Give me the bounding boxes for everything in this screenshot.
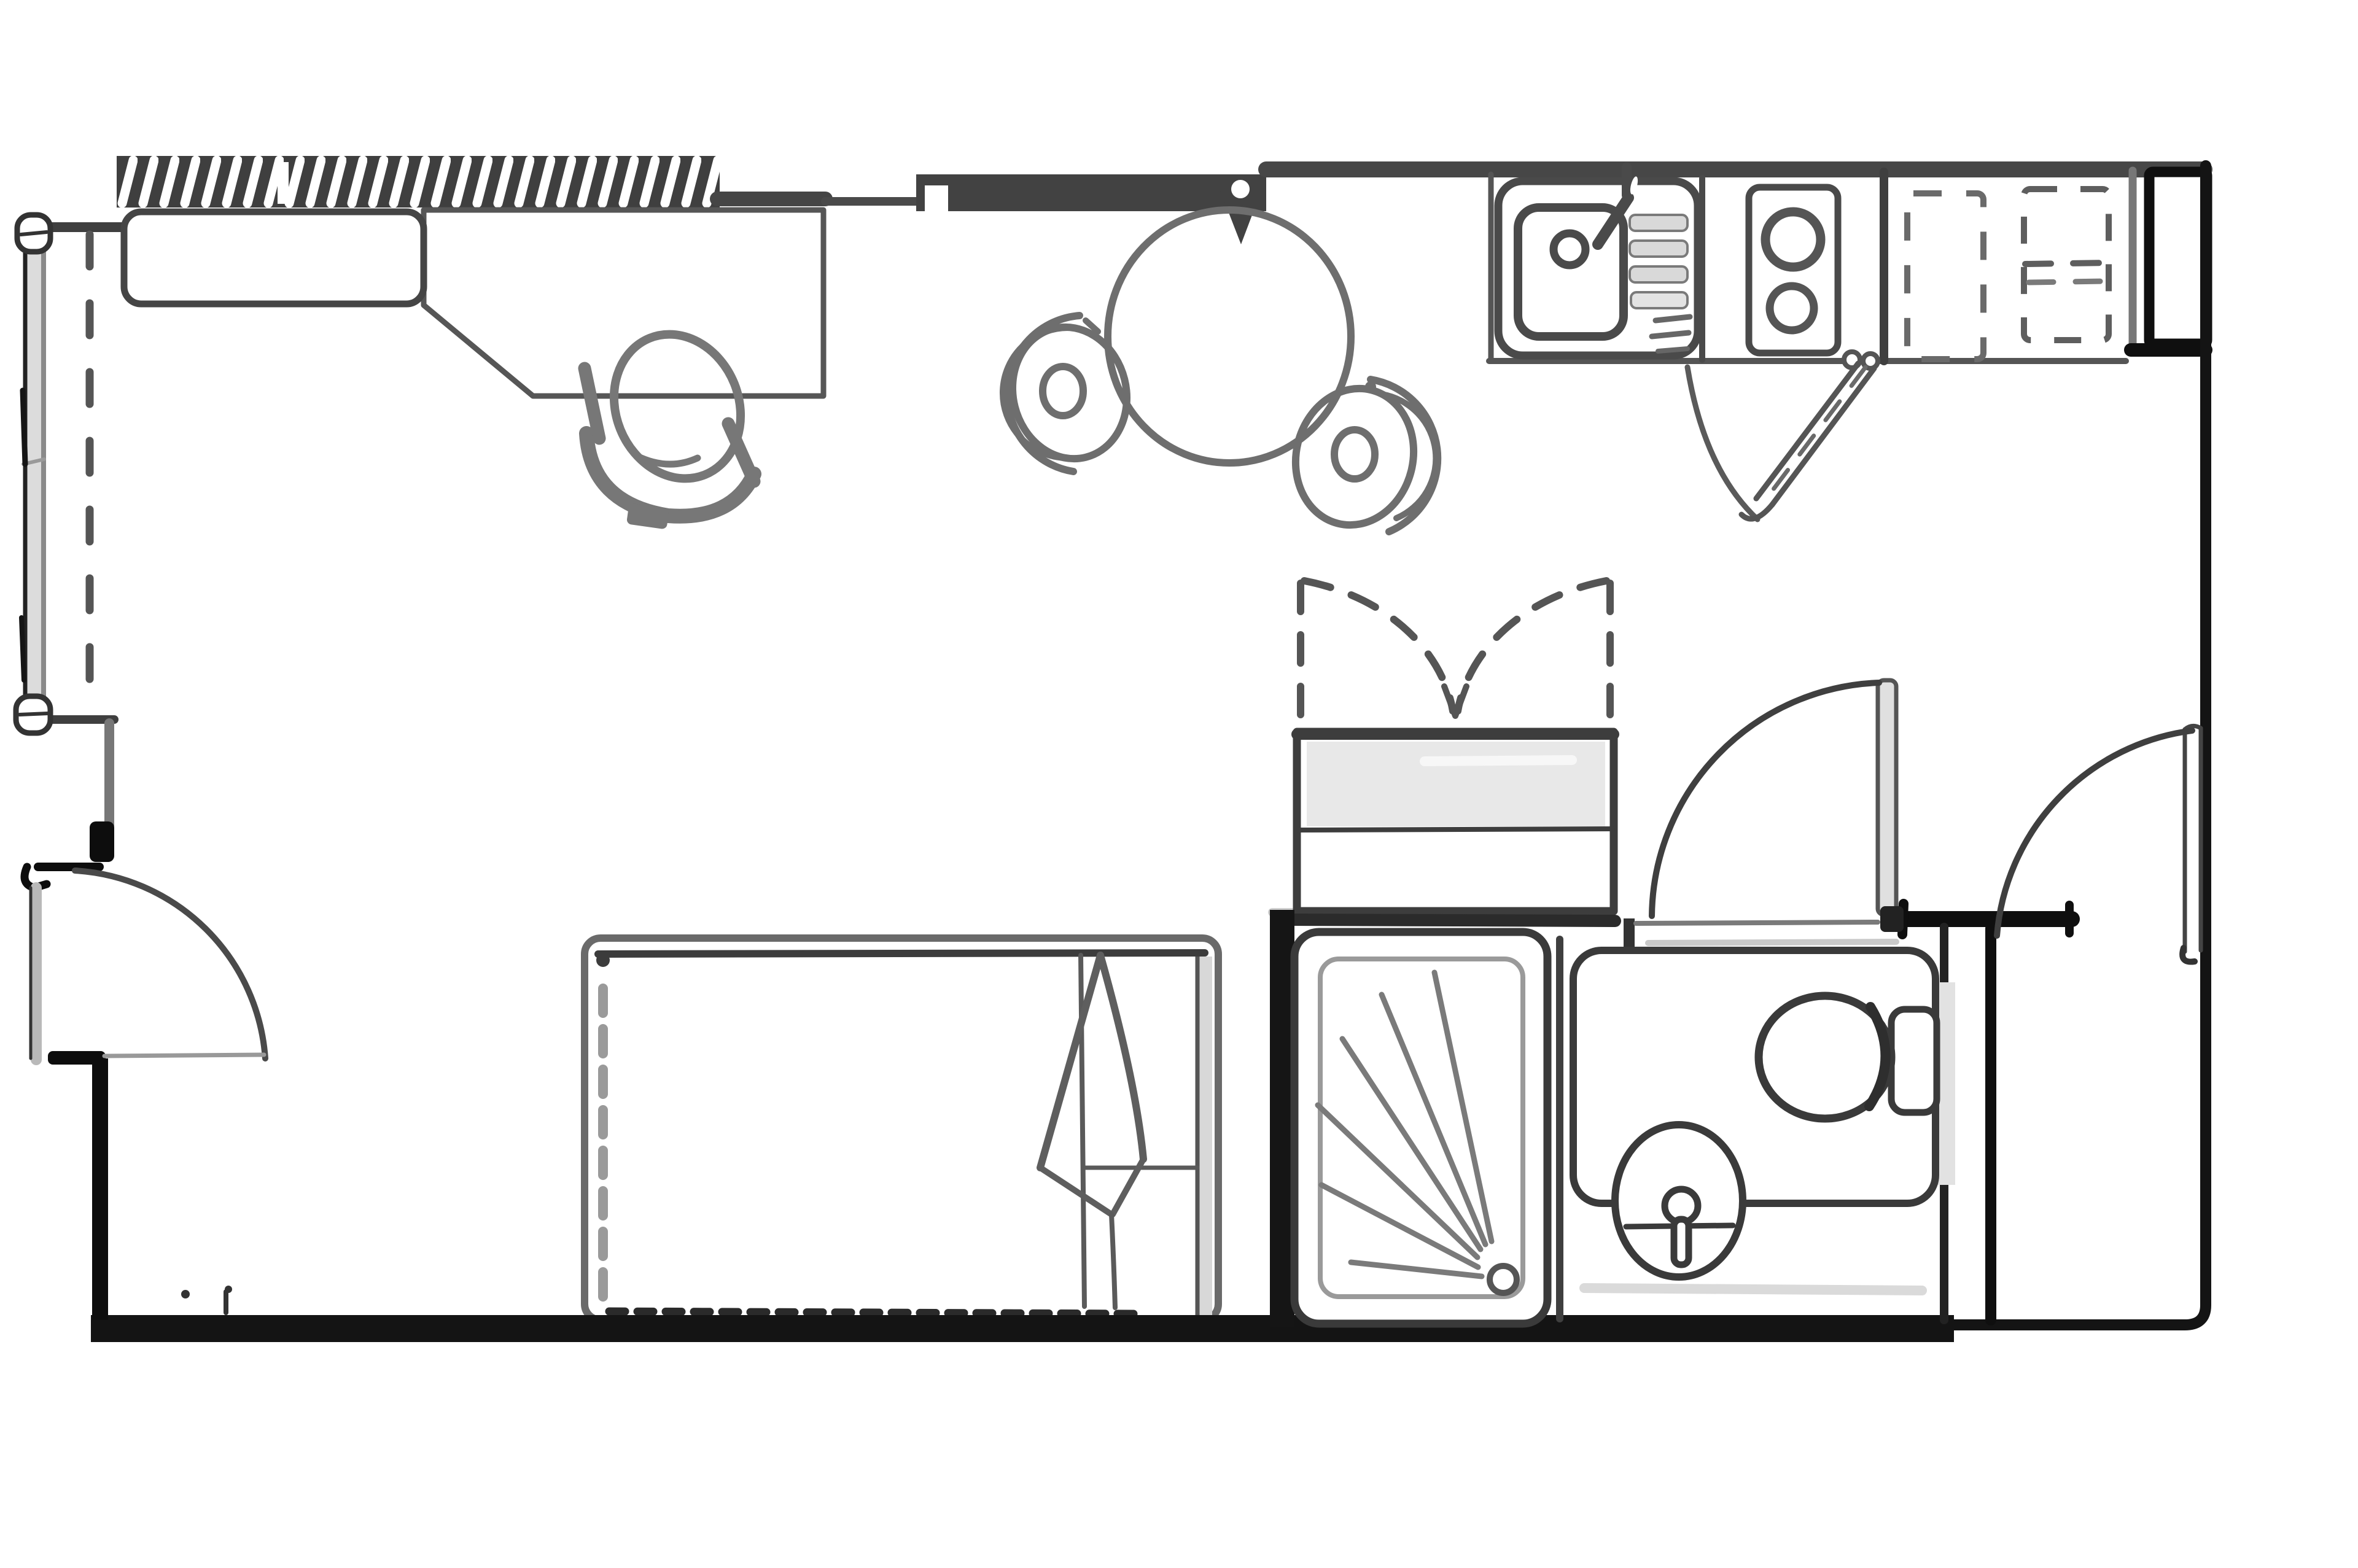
counter-fold-door — [1684, 349, 1880, 522]
vent-marker — [1218, 180, 1264, 244]
left-lower-wall — [48, 1051, 108, 1320]
shower-symbol — [1290, 928, 1563, 1328]
dining-chair-left-symbol — [999, 312, 1131, 475]
wardrobe-symbol — [1268, 577, 1621, 927]
top-wall — [117, 156, 2212, 244]
right-wall — [1940, 160, 2211, 1330]
stove-symbol — [1745, 184, 1842, 357]
toilet-symbol — [1754, 992, 1940, 1123]
right-door-symbol — [1994, 724, 2203, 965]
bed-symbol — [581, 934, 1222, 1324]
hatched-wall-symbol — [117, 156, 720, 208]
dashed-cabinet-2 — [2021, 186, 2112, 343]
dining-table-symbol — [1104, 206, 1355, 467]
dashed-cabinet-1 — [1904, 190, 1986, 362]
desk-symbol — [120, 207, 827, 399]
office-chair-symbol — [578, 330, 761, 529]
sink-symbol — [1494, 162, 1702, 360]
south-wall — [91, 1315, 1954, 1342]
fridge-symbol — [2124, 166, 2212, 357]
bathroom-door-symbol — [1649, 678, 1904, 932]
entry-door-symbol — [20, 863, 268, 1315]
basin-symbol — [1611, 1121, 1746, 1281]
dining-chair-right-symbol — [1291, 376, 1442, 535]
kitchen-counter — [1486, 168, 2129, 365]
left-wall-window — [13, 212, 128, 862]
